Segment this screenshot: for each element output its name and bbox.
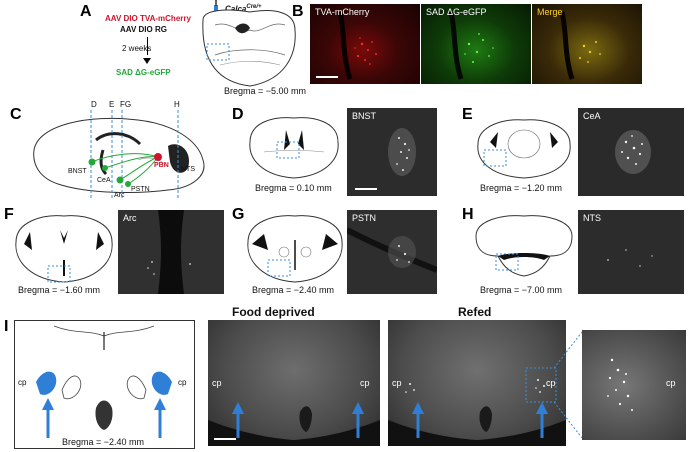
refed-image: cp cp [388,320,566,446]
scale-bar-j [214,438,236,440]
panel-label-i: I [4,318,9,335]
bnst-image: BNST [347,108,437,196]
panel-label-d: D [232,106,244,123]
bregma-d: Bregma = 0.10 mm [255,183,332,193]
nts-image: NTS [578,210,684,294]
channel-label-tva: TVA-mCherry [315,7,370,17]
bregma-e: Bregma = −1.20 mm [480,183,563,193]
virus-label-rg: AAV DIO RG [120,25,167,34]
virus-label-sad: SAD ΔG-eGFP [116,68,171,77]
channel-label-egfp: SAD ΔG-eGFP [426,7,487,17]
cp-schematic [14,320,195,449]
down-arrow-line [147,37,148,55]
injection-brain-diagram [202,0,296,87]
cp-label-k-right: cp [546,378,556,388]
coronal-diagram-h [475,215,573,277]
arc-image: Arc [118,210,224,294]
panel-label-a: A [80,3,92,20]
coronal-diagram-d [249,117,339,179]
coronal-diagram-f [15,215,113,283]
tva-mcherry-image: TVA-mCherry [310,4,420,84]
bregma-g: Bregma = −2.40 mm [252,285,335,295]
panel-label-f: F [4,206,14,223]
interval-label: 2 weeks [122,44,152,53]
sagittal-brain-diagram [33,110,205,200]
scale-bar-d [355,188,377,190]
cp-label-j-left: cp [212,378,222,388]
refed-inset-image: cp [582,330,686,440]
cp-label-inset: cp [666,378,676,388]
cut-label-e: E [109,100,115,109]
bregma-a: Bregma = −5.00 mm [224,86,307,96]
cea-image: CeA [578,108,684,196]
panel-label-b: B [292,3,304,20]
panel-label-e: E [462,106,473,123]
region-label-pstn-image: PSTN [352,213,377,223]
scale-bar-b [316,76,338,78]
mouse-line-label: CalcaCre/+ [225,4,262,14]
panel-label-c: C [10,106,22,123]
region-label-cea: CeA [97,177,111,184]
region-label-cea-image: CeA [583,111,601,121]
title-refed: Refed [458,305,492,319]
panel-label-h: H [462,206,474,223]
cp-label-i-right: cp [178,378,187,387]
cut-label-d: D [91,100,97,109]
down-arrow-head [143,58,151,64]
food-deprived-image: cp cp [208,320,380,446]
bregma-f: Bregma = −1.60 mm [18,285,101,295]
cp-label-i-left: cp [18,378,27,387]
region-label-nts: NTS [181,166,195,173]
region-label-arc: Arc [114,192,125,199]
virus-label-tva: AAV DIO TVA-mCherry [105,14,191,23]
region-label-bnst-image: BNST [352,111,377,121]
panel-label-g: G [232,206,245,223]
bregma-i: Bregma = −2.40 mm [62,437,145,447]
cp-label-j-right: cp [360,378,370,388]
bregma-h: Bregma = −7.00 mm [480,285,563,295]
coronal-diagram-g [247,215,343,283]
merge-image: Merge [532,4,642,84]
sad-egfp-image: SAD ΔG-eGFP [421,4,531,84]
coronal-diagram-e [477,119,571,179]
cp-label-k-left: cp [392,378,402,388]
cut-label-h: H [174,100,180,109]
region-label-nts-image: NTS [583,213,601,223]
cut-label-fg: FG [120,100,132,109]
region-label-arc-image: Arc [123,213,137,223]
pstn-image: PSTN [347,210,437,294]
region-label-pbn: PBN [154,162,169,169]
region-label-bnst: BNST [68,168,87,175]
title-food-deprived: Food deprived [232,305,315,319]
region-label-pstn: PSTN [131,186,150,193]
channel-label-merge: Merge [537,7,563,17]
